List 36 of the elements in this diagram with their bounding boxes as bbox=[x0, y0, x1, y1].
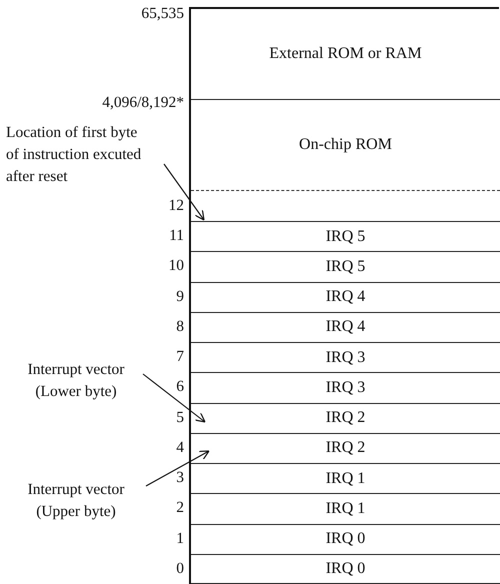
address-label: 4,096/8,192* bbox=[102, 94, 184, 112]
leader-line bbox=[164, 164, 205, 221]
address-label: 10 bbox=[168, 257, 184, 276]
region-label: IRQ 4 bbox=[326, 288, 366, 306]
address-label: 5 bbox=[176, 408, 184, 427]
region-label: IRQ 2 bbox=[326, 409, 366, 428]
region-label: IRQ 2 bbox=[326, 439, 366, 458]
leader-line bbox=[142, 374, 206, 423]
address-label: 3 bbox=[176, 469, 184, 488]
address-label: 6 bbox=[176, 378, 184, 396]
address-label: 2 bbox=[176, 499, 184, 518]
address-label: 0 bbox=[176, 560, 184, 578]
address-label: 9 bbox=[176, 288, 184, 306]
address-label: 65,535 bbox=[141, 5, 184, 23]
region-label: External ROM or RAM bbox=[269, 45, 422, 63]
annotation-text: Interrupt vector (Lower byte) bbox=[6, 359, 146, 405]
annotation-text: Location of first byte of instruction excuted after reset bbox=[6, 122, 146, 190]
region-label: On-chip ROM bbox=[299, 136, 392, 154]
region-label: IRQ 4 bbox=[326, 318, 366, 336]
leader-line bbox=[146, 450, 210, 486]
address-label: 4 bbox=[176, 438, 184, 457]
region-label: IRQ 1 bbox=[326, 470, 366, 488]
region-label: IRQ 3 bbox=[326, 378, 366, 397]
address-label: 12 bbox=[168, 197, 184, 215]
region-label: IRQ 0 bbox=[326, 530, 366, 548]
annotation-text: Interrupt vector (Upper byte) bbox=[6, 479, 146, 525]
address-label: 8 bbox=[176, 318, 184, 336]
address-label: 1 bbox=[176, 530, 184, 548]
region-label: IRQ 5 bbox=[326, 228, 366, 246]
region-label: IRQ 1 bbox=[326, 500, 366, 518]
region-label: IRQ 0 bbox=[326, 560, 366, 578]
region-label: IRQ 3 bbox=[326, 348, 366, 367]
memory-region bbox=[191, 554, 500, 584]
address-label: 7 bbox=[176, 348, 184, 366]
region-label: IRQ 5 bbox=[326, 258, 366, 276]
address-label: 11 bbox=[169, 227, 184, 246]
